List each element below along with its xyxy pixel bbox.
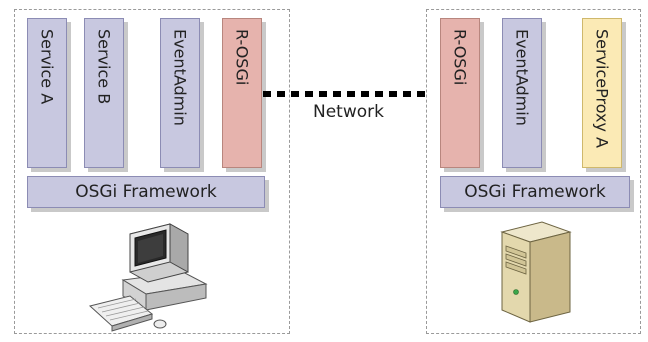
bundle-service-b: Service B bbox=[84, 18, 124, 168]
osgi-framework-right: OSGi Framework bbox=[440, 176, 630, 208]
bundle-label: Service A bbox=[37, 29, 57, 105]
network-connection-line bbox=[263, 91, 445, 97]
network-label: Network bbox=[313, 102, 384, 122]
bundle-rosgi-left: R-OSGi bbox=[222, 18, 262, 168]
bundle-label: R-OSGi bbox=[450, 29, 470, 86]
osgi-framework-left: OSGi Framework bbox=[27, 176, 265, 208]
framework-label: OSGi Framework bbox=[464, 182, 606, 202]
bundle-label: EventAdmin bbox=[512, 29, 532, 126]
bundle-label: R-OSGi bbox=[232, 29, 252, 86]
desktop-computer-icon bbox=[88, 223, 208, 332]
bundle-eventadmin-left: EventAdmin bbox=[160, 18, 200, 168]
bundle-label: Service B bbox=[94, 29, 114, 105]
bundle-label: ServiceProxy A bbox=[592, 29, 612, 148]
bundle-label: EventAdmin bbox=[170, 29, 190, 126]
framework-label: OSGi Framework bbox=[75, 182, 217, 202]
bundle-service-a: Service A bbox=[27, 18, 67, 168]
server-tower-icon bbox=[500, 221, 572, 323]
bundle-eventadmin-right: EventAdmin bbox=[502, 18, 542, 168]
bundle-rosgi-right: R-OSGi bbox=[440, 18, 480, 168]
bundle-serviceproxy-a: ServiceProxy A bbox=[582, 18, 622, 168]
